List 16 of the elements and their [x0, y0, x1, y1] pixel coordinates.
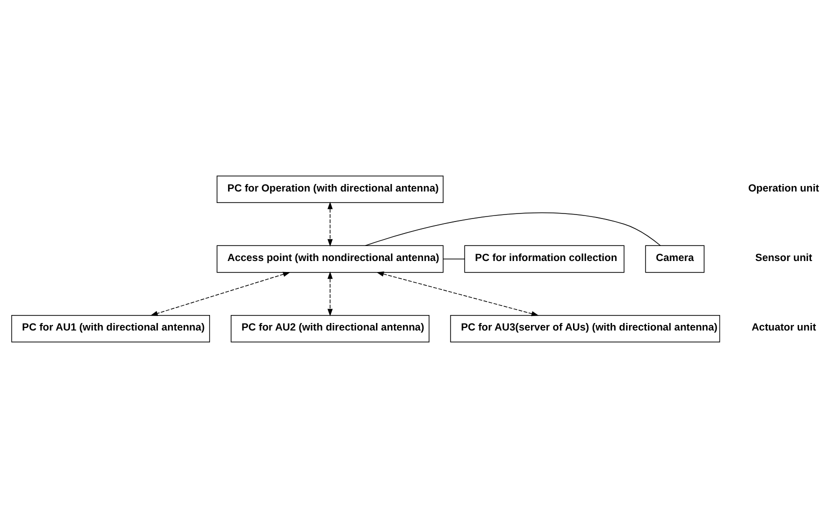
arrow: [328, 271, 333, 316]
node-box: Camera: [645, 245, 704, 273]
arrow: [328, 202, 333, 247]
connector: [364, 212, 661, 246]
node-box: PC for AU2 (with directional antenna): [230, 314, 430, 342]
node-box: Access point (with nondirectional antenna): [216, 245, 444, 273]
label: Operation unit: [748, 183, 820, 194]
node-box: PC for information collection: [464, 245, 624, 273]
node-box: PC for AU1 (with directional antenna): [11, 314, 210, 342]
arrow: [150, 272, 290, 316]
label: Actuator unit: [752, 322, 816, 334]
label: Sensor unit: [755, 253, 812, 264]
node-box: PC for Operation (with directional antenna): [216, 176, 444, 204]
connector: [442, 258, 465, 260]
node-box: PC for AU3(server of AUs) (with directional antenna): [450, 314, 720, 342]
arrow: [376, 272, 539, 316]
